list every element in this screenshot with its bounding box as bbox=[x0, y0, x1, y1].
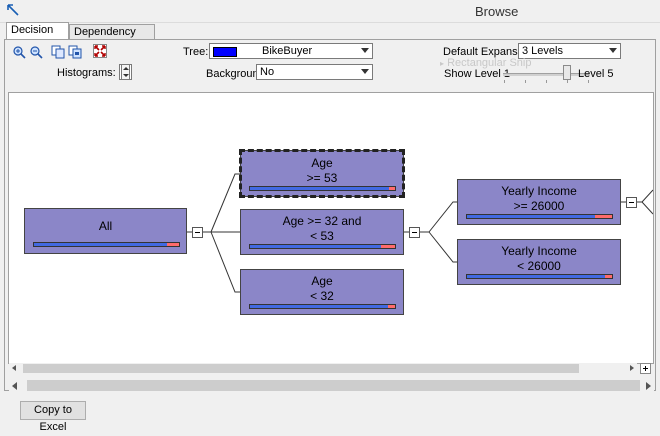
tree-canvas[interactable]: All Age >= 53 Age >= 32 and < 53 Age < 3… bbox=[8, 92, 654, 364]
scroll-right-icon[interactable] bbox=[646, 382, 651, 390]
back-arrow-icon[interactable] bbox=[6, 3, 20, 17]
expand-collapse-toggle[interactable] bbox=[409, 227, 420, 238]
tree-node-age-ge-53[interactable]: Age >= 53 bbox=[239, 149, 405, 198]
level-slider-track[interactable] bbox=[503, 73, 589, 76]
level-slider-thumb[interactable] bbox=[563, 65, 571, 80]
zoom-plus-button[interactable] bbox=[640, 363, 651, 374]
zoom-out-icon bbox=[30, 46, 43, 59]
zoom-in-icon bbox=[13, 46, 26, 59]
tree-color-swatch bbox=[213, 47, 237, 57]
chevron-down-icon bbox=[361, 69, 369, 74]
expand-collapse-toggle[interactable] bbox=[192, 227, 203, 238]
faded-tooltip: ▸ Rectangular Snip bbox=[440, 57, 532, 69]
tree-connectors bbox=[187, 173, 653, 293]
inner-horizontal-scrollbar[interactable] bbox=[9, 363, 637, 374]
tab-decision-tree[interactable]: Decision Tree bbox=[6, 22, 69, 51]
title-bar: Browse bbox=[0, 0, 660, 23]
node-label-line2: >= 53 bbox=[306, 171, 338, 185]
node-histogram bbox=[466, 214, 613, 219]
scroll-left-icon[interactable] bbox=[12, 382, 17, 390]
histogram-red-segment bbox=[604, 275, 612, 278]
slider-tick bbox=[588, 80, 589, 83]
copy-portion-icon bbox=[68, 45, 82, 59]
histogram-red-segment bbox=[167, 243, 179, 246]
inner-scroll-thumb[interactable] bbox=[23, 364, 579, 373]
zoom-in-button[interactable] bbox=[11, 44, 26, 59]
tree-select-value: BikeBuyer bbox=[262, 45, 313, 57]
node-label-line1: Yearly Income bbox=[501, 244, 577, 258]
tree-node-all[interactable]: All bbox=[24, 208, 187, 254]
node-histogram bbox=[249, 186, 396, 191]
background-value: No bbox=[260, 66, 275, 78]
copy-graph-portion-button[interactable] bbox=[67, 44, 82, 59]
node-label-line2: < 26000 bbox=[517, 259, 561, 273]
histogram-red-segment bbox=[389, 187, 395, 190]
slider-tick bbox=[525, 80, 526, 83]
node-label-line1: Yearly Income bbox=[501, 184, 577, 198]
tab-dependency-network[interactable]: Dependency Network bbox=[69, 24, 155, 53]
scroll-left-icon[interactable] bbox=[12, 365, 16, 371]
outer-scroll-thumb[interactable] bbox=[27, 380, 640, 391]
default-expansion-label: Default Expansion: bbox=[443, 46, 536, 58]
tree-node-income-ge-26000[interactable]: Yearly Income >= 26000 bbox=[457, 179, 621, 225]
histogram-red-segment bbox=[594, 215, 612, 218]
histogram-red-segment bbox=[380, 245, 395, 248]
copy-graph-button[interactable] bbox=[50, 44, 65, 59]
tree-node-age-32-53[interactable]: Age >= 32 and < 53 bbox=[240, 209, 404, 255]
default-expansion-value: 3 Levels bbox=[522, 45, 563, 57]
tree-node-income-lt-26000[interactable]: Yearly Income < 26000 bbox=[457, 239, 621, 285]
size-to-fit-button[interactable] bbox=[93, 44, 107, 58]
tree-label: Tree: bbox=[183, 46, 209, 58]
node-label-line1: Age bbox=[311, 156, 333, 170]
step-down-icon[interactable] bbox=[123, 74, 129, 77]
background-select[interactable]: No bbox=[256, 64, 373, 80]
slider-tick bbox=[567, 80, 568, 83]
window-title: Browse bbox=[475, 4, 519, 19]
node-histogram bbox=[249, 244, 396, 249]
histograms-stepper[interactable] bbox=[121, 64, 130, 80]
snip-icon: ▸ bbox=[440, 59, 445, 68]
histogram-red-segment bbox=[387, 305, 395, 308]
node-label-line2: < 32 bbox=[310, 289, 334, 303]
scroll-right-icon[interactable] bbox=[630, 365, 634, 371]
copy-to-excel-label: Copy to Excel bbox=[34, 404, 72, 433]
chevron-down-icon bbox=[609, 48, 617, 53]
zoom-out-button[interactable] bbox=[28, 44, 43, 59]
node-label: All bbox=[98, 219, 113, 233]
node-label-line2: >= 26000 bbox=[513, 199, 565, 213]
node-label-line1: Age >= 32 and bbox=[282, 214, 362, 228]
level-max-label: Level 5 bbox=[578, 68, 614, 80]
size-to-fit-icon bbox=[94, 45, 106, 57]
expand-collapse-toggle[interactable] bbox=[626, 197, 637, 208]
node-label-line1: Age bbox=[311, 274, 333, 288]
plus-icon-vertical bbox=[645, 366, 646, 371]
copy-icon bbox=[51, 45, 65, 59]
node-histogram bbox=[33, 242, 180, 247]
histograms-label: Histograms: bbox=[57, 67, 116, 79]
step-up-icon[interactable] bbox=[123, 67, 129, 70]
slider-tick bbox=[504, 80, 505, 83]
default-expansion-select[interactable]: 3 Levels bbox=[518, 43, 621, 59]
chevron-down-icon bbox=[361, 48, 369, 53]
tree-node-age-lt-32[interactable]: Age < 32 bbox=[240, 269, 404, 315]
node-histogram bbox=[249, 304, 396, 309]
show-level-label: Show Level 1 bbox=[444, 68, 511, 80]
slider-tick bbox=[546, 80, 547, 83]
node-label-line2: < 53 bbox=[310, 229, 334, 243]
background-label: Background: bbox=[206, 68, 268, 80]
outer-horizontal-scrollbar[interactable] bbox=[9, 378, 654, 393]
tree-select[interactable]: BikeBuyer bbox=[209, 43, 373, 59]
copy-to-excel-button[interactable]: Copy to Excel bbox=[20, 401, 86, 433]
node-histogram bbox=[466, 274, 613, 279]
